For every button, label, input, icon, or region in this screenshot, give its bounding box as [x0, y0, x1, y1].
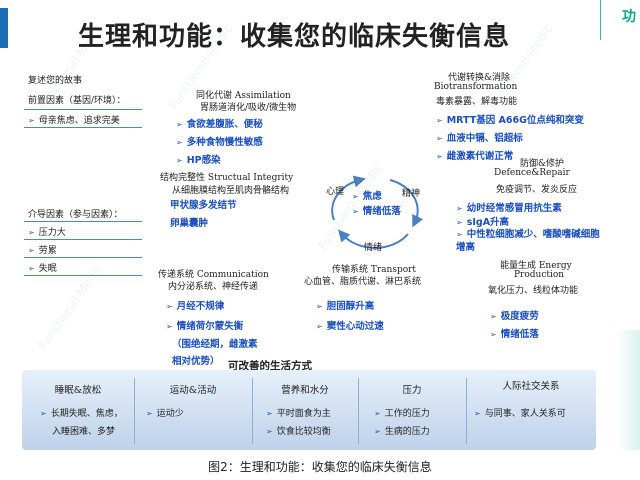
story-heading: 复述您的故事: [28, 76, 83, 86]
lifestyle-item: ➢长期失眠、焦虑，: [40, 409, 123, 419]
triggers-underline: [24, 239, 142, 240]
transport-item: ➢胆固醇升高: [316, 301, 375, 312]
column-divider: [466, 378, 467, 444]
cycle-arrow: [338, 229, 409, 249]
transport-item: ➢窦性心动过速: [316, 321, 384, 332]
structural-item: 甲状腺多发结节: [170, 200, 237, 211]
triggers-heading: 介导因素（参与因素）：: [28, 210, 123, 220]
column-divider: [252, 378, 253, 444]
biotransformation-item: ➢血液中镉、铝超标: [436, 133, 523, 144]
transport-subheading: 心血管、脂质代谢、淋巴系统: [304, 277, 422, 287]
column-divider: [358, 378, 359, 444]
column-divider: [134, 378, 135, 444]
transport-heading: 传输系统 Transport: [332, 265, 417, 275]
brand-logo: 功: [622, 9, 636, 25]
trigger-item: ➢劳累: [28, 246, 57, 256]
title-accent-bar: [0, 8, 8, 48]
lifestyle-col-heading: 营养和水分: [281, 385, 329, 396]
trigger-item: ➢失眠: [28, 264, 57, 274]
lifestyle-item: ➢平时面食为主: [266, 409, 331, 419]
biotransformation-heading-en: Biotransformation: [434, 82, 518, 92]
defence-item: ➢幼时经常感冒用抗生素: [456, 203, 562, 214]
antecedent-item: ➢母亲焦虑、追求完美: [28, 116, 120, 126]
cycle-arrow: [389, 179, 424, 228]
structural-heading: 结构完整性 Structual Integrity: [160, 173, 294, 183]
lifestyle-item: ➢生病的压力: [374, 427, 430, 437]
energy-subheading: 氧化压力、线粒体功能: [488, 286, 579, 296]
defence-subheading: 免疫调节、发炎反应: [496, 185, 578, 195]
corner-divider: [600, 0, 601, 40]
cycle-mind: 心理: [326, 187, 345, 197]
energy-heading: 能量生成 Energy: [500, 261, 572, 271]
triggers-underline: [24, 221, 142, 222]
defence-heading-en: Defence&Repair: [494, 168, 570, 178]
energy-heading-en: Production: [514, 270, 565, 280]
lifestyle-item: ➢饮食比较均衡: [266, 427, 331, 437]
cycle-emotion: 情绪: [364, 243, 383, 253]
slide: Functional Medic Functional Medic Functi…: [0, 0, 640, 450]
structural-subheading: 从细胞膜结构至肌肉骨骼结构: [172, 186, 290, 196]
slide-title: 生理和功能：收集您的临床失衡信息: [78, 22, 511, 52]
communication-item: ➢月经不规律: [166, 301, 225, 312]
communication-note: （围绝经期，雌激素相对优势）: [172, 339, 258, 367]
antecedents-underline: [24, 109, 142, 110]
assimilation-item: ➢HP感染: [176, 155, 221, 166]
assimilation-subheading: 胃肠道消化/吸收/微生物: [200, 103, 297, 113]
antecedents-underline: [24, 127, 142, 128]
structural-item: 卵巢囊肿: [170, 218, 209, 229]
lifestyle-col-heading: 压力: [402, 385, 422, 396]
lifestyle-item: ➢与同事、家人关系可: [474, 409, 566, 419]
trigger-item: ➢压力大: [28, 228, 66, 238]
cycle-diagram: [331, 175, 424, 249]
energy-item: ➢情绪低落: [490, 329, 539, 340]
biotransformation-subheading: 毒素暴露、解毒功能: [436, 97, 518, 107]
lifestyle-item: 入睡困难、多梦: [52, 427, 116, 437]
triggers-underline: [24, 275, 142, 276]
lifestyle-col-heading: 睡眠&放松: [54, 385, 102, 396]
cycle-arrow: [331, 175, 366, 221]
center-item: ➢情绪低落: [352, 206, 401, 217]
antecedents-heading: 前置因素（基因/环境）：: [28, 96, 126, 106]
lifestyle-item: ➢工作的压力: [374, 409, 430, 419]
communication-item: ➢情绪荷尔蒙失衡: [166, 321, 244, 332]
defence-item: ➢sIgA升高: [456, 217, 510, 228]
assimilation-heading: 同化代谢 Assimilation: [196, 91, 291, 101]
communication-heading: 传递系统 Communication: [158, 270, 269, 280]
defence-heading: 防御&修护: [520, 159, 565, 169]
figure-caption: 图2：生理和功能：收集您的临床失衡信息: [208, 460, 432, 474]
energy-item: ➢极度疲劳: [490, 311, 539, 322]
defence-item: ➢中性粒细胞减少、嗜酸嗜碱细胞增高: [456, 229, 600, 253]
lifestyle-title: 可改善的生活方式: [228, 360, 312, 372]
lifestyle-item: ➢运动少: [146, 409, 184, 419]
assimilation-item: ➢食欲差腹胀、便秘: [176, 119, 263, 130]
lifestyle-band: [22, 370, 596, 450]
lifestyle-col-heading: 人际社交关系: [502, 381, 560, 392]
biotransformation-item: ➢MRTT基因 A66G位点纯和突变: [436, 115, 584, 126]
edge-decoration: [616, 330, 640, 450]
communication-subheading: 内分泌系统、神经传递: [168, 282, 259, 292]
lifestyle-col-heading: 运动&活动: [169, 385, 217, 396]
cycle-spirit: 精神: [402, 189, 421, 199]
biotransformation-heading: 代谢转换&消除: [448, 73, 511, 83]
triggers-underline: [24, 257, 142, 258]
biotransformation-item: ➢雌激素代谢正常: [436, 151, 514, 162]
center-item: ➢焦虑: [352, 191, 382, 202]
assimilation-item: ➢多种食物慢性敏感: [176, 137, 263, 148]
